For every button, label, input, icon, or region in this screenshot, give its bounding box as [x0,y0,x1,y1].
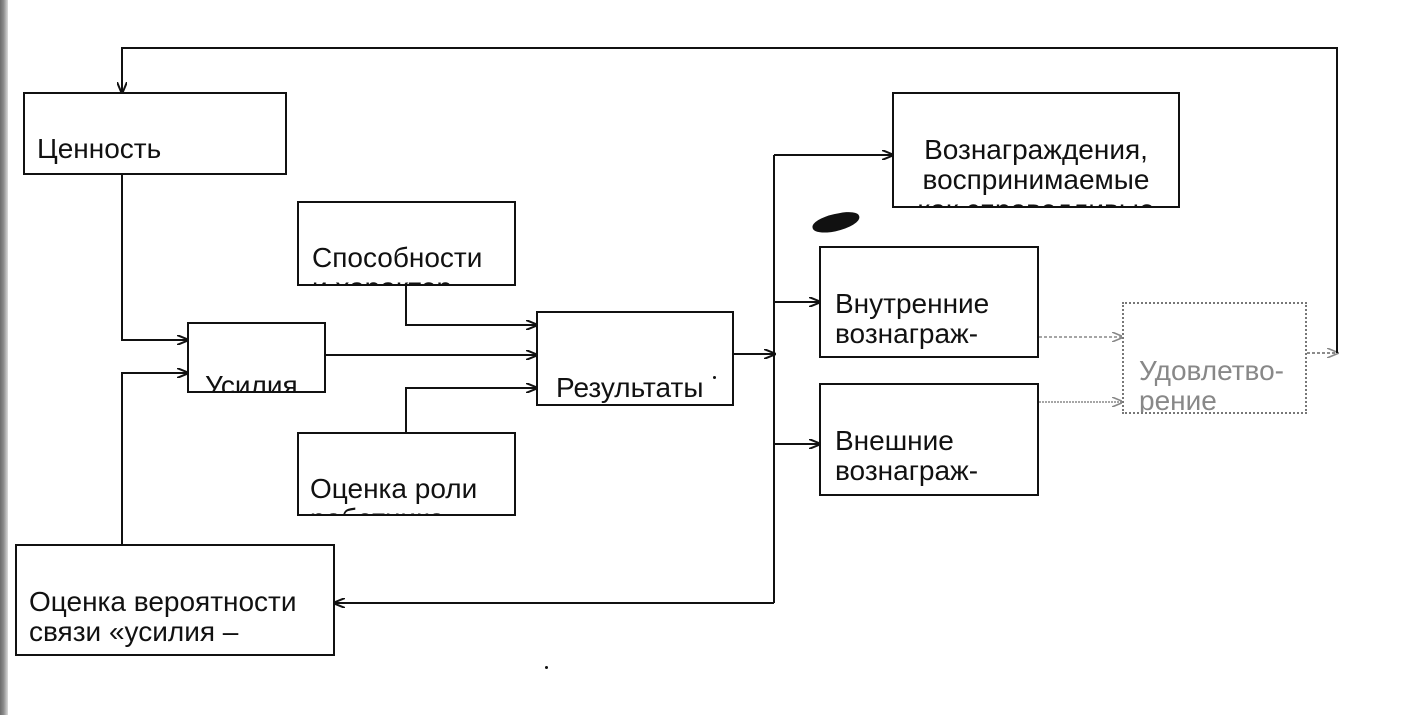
role-perception-box: Оценка роли работника [297,432,516,516]
internal-rewards-label: Внутренние вознаграж- дения [835,288,990,357]
fair-rewards-box: Вознаграждения, воспринимаемые как справ… [892,92,1180,208]
probability-label: Оценка вероятности связи «усилия – возна… [29,586,297,655]
reward-value-box: Ценность вознаграждения [23,92,287,175]
external-rewards-label: Внешние вознаграж- дения [835,425,979,495]
scan-left-edge [0,0,8,715]
probability-box: Оценка вероятности связи «усилия – возна… [15,544,335,656]
external-rewards-box: Внешние вознаграж- дения [819,383,1039,496]
scan-dot [713,376,716,379]
scan-dot [545,666,548,669]
results-label: Результаты [556,372,704,403]
internal-rewards-box: Внутренние вознаграж- дения [819,246,1039,358]
role-to-results-arrow [405,388,536,432]
fair-rewards-label: Вознаграждения, воспринимаемые как справ… [917,134,1154,207]
effort-box: Усилия [187,322,326,393]
reward-value-label: Ценность вознаграждения [37,133,249,174]
satisfaction-box: Удовлетво- рение [1122,302,1307,414]
role-perception-label: Оценка роли работника [310,473,478,515]
effort-label: Усилия [205,370,298,393]
satisfaction-label: Удовлетво- рение [1139,355,1285,414]
abilities-label: Способности и характер [312,242,483,285]
reward-value-to-effort-arrow [121,174,187,340]
results-box: Результаты [536,311,734,406]
probability-to-effort-arrow [121,373,187,544]
abilities-to-results-arrow [405,286,536,325]
satisfaction-feedback-to-reward-value-arrow [122,47,1338,353]
abilities-box: Способности и характер [297,201,516,286]
